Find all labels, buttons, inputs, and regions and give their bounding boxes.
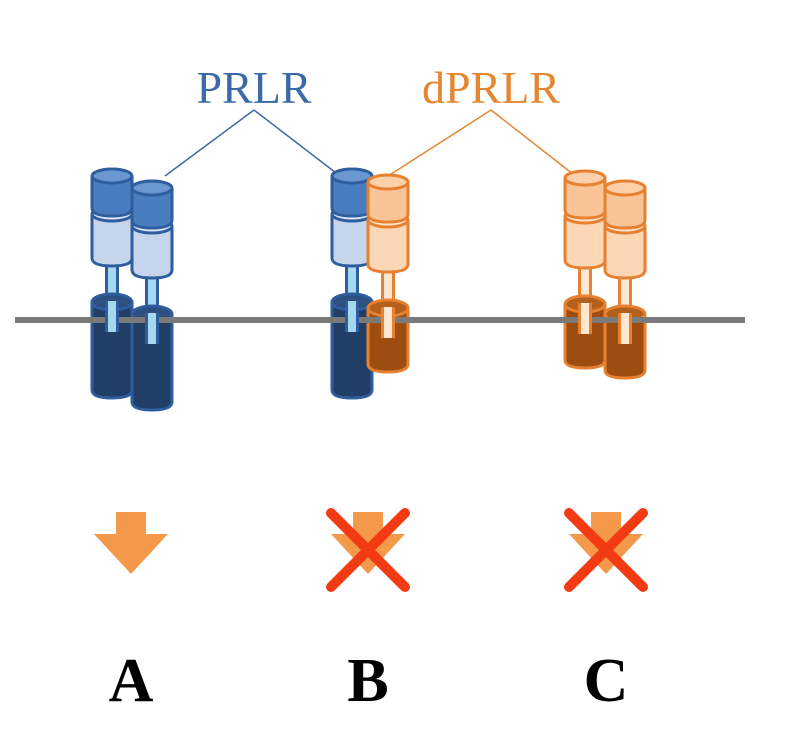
case-b-label: B bbox=[347, 647, 388, 715]
case-a-prlr-front bbox=[132, 181, 172, 410]
case-a-receptor-dimer bbox=[92, 169, 172, 410]
prlr-connector-lines bbox=[164, 109, 341, 177]
case-b-receptor-dimer bbox=[332, 169, 408, 398]
case-a-prlr-back bbox=[92, 169, 132, 398]
case-b-dprlr bbox=[368, 175, 408, 372]
case-a-signal-arrow bbox=[94, 512, 168, 574]
dprlr-label: dPRLR bbox=[422, 62, 560, 113]
case-b-prlr bbox=[332, 169, 372, 398]
case-c-dprlr-front bbox=[605, 181, 645, 378]
case-b-blocked-signal bbox=[331, 512, 405, 587]
dprlr-connector-lines bbox=[384, 109, 579, 179]
case-c-dprlr-back bbox=[565, 171, 605, 368]
case-c-label: C bbox=[584, 647, 629, 715]
case-a-label: A bbox=[109, 647, 154, 715]
case-c-blocked-signal bbox=[569, 512, 643, 587]
case-c-receptor-dimer bbox=[565, 171, 645, 378]
prlr-label: PRLR bbox=[196, 62, 311, 113]
